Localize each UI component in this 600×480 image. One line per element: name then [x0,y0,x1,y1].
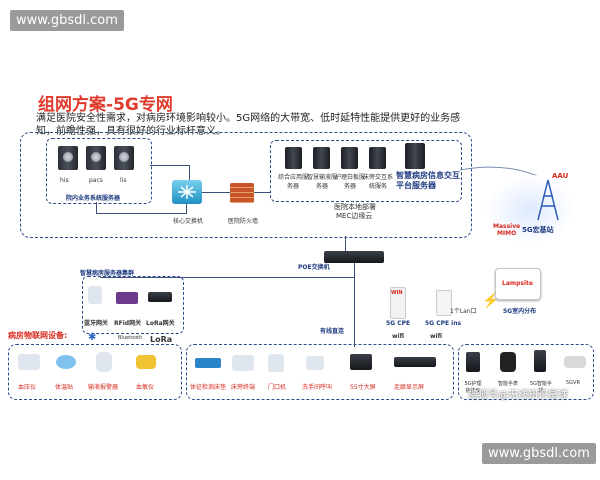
iot-heading: 病房物联网设备: [8,331,68,340]
terminals-box [186,344,454,400]
page-title: 组网方案-5G专网 [38,95,173,115]
iot-devices-box [8,344,182,400]
device-item-1: 智能手表 [498,381,519,387]
bt-wordmark: Bluetooth [118,335,143,341]
macro-station-label: 5G宏基站 [522,226,554,234]
intro-text: 满足医院安全性需求，对病房环境影响较小。5G网络的大带宽、低时延特性能提供更好的… [36,113,461,137]
bt-gateway-icon [88,286,102,304]
iot-item-3: 血氧仪 [136,384,155,391]
terminal-item-1: 床旁终端 [231,384,256,391]
platform-server-icon [405,143,425,169]
massive-mimo-label: Massive MIMO [493,223,521,237]
whiteboard-server-icon [341,147,358,169]
indoor-dist-label: 5G室内分布 [503,308,537,315]
terminal-item-2: 门口机 [268,384,287,391]
poe-switch-icon [324,251,384,263]
wifi-label-2: wifi [430,333,443,340]
mec-item-4: 床旁交互系统服务 [363,174,394,190]
gateway-box [82,276,184,334]
device-item-3: 5GVR [566,380,580,386]
app-server-icon [285,147,302,169]
device-item-0: 5G护理执法仪 [464,381,482,394]
wifi-label-1: wifi [392,333,405,340]
iot-item-0: 血压仪 [18,384,37,391]
cpe-ins-icon [436,290,452,316]
body-cam-icon [466,352,480,372]
lora-wordmark: LoRa [150,335,173,344]
smartwatch-icon [500,352,516,372]
gateway-label-lora: LoRa网关 [146,320,175,327]
hospital-servers-box [46,138,152,204]
watermark-top: www.gbsdl.com [10,10,124,31]
terminal-item-4: 55寸大屏 [350,384,376,391]
mec-label-2: MEC边缘云 [336,212,373,220]
iot-item-2: 输液报警器 [88,384,119,391]
terminal-item-5: 走廊显示屏 [394,384,425,391]
overlay-watermark: 搜狐号@无线知识星球 [468,390,568,401]
mec-item-2: 智慧输液服务器 [307,174,338,190]
aau-label: AAU [552,172,569,180]
poe-switch-label: POE交换机 [298,264,330,271]
bedside-terminal-icon [232,355,254,371]
datacenter-region [20,132,472,238]
infusion-alarm-icon [96,352,112,372]
hospital-servers-label: 院内业务系统服务器 [66,195,121,202]
aau-tower-icon [537,179,559,221]
mec-item-3: 护理白板服务器 [335,174,366,190]
watermark-bottom: www.gbsdl.com [482,443,596,464]
terminal-item-3: 洗手间呼叫 [302,384,333,391]
device-item-2: 5G智能手机 [529,381,553,394]
his-server-icon [58,146,78,170]
gateway-label-bt: 蓝牙网关 [84,320,109,327]
pacs-label: pacs [89,177,103,184]
big-screen-icon [350,354,372,370]
corridor-display-icon [394,357,436,367]
smartphone-icon [534,350,546,372]
lan-label: 1个Lan口 [450,308,477,315]
cluster-label: 智慧病房服务器集群 [80,270,135,277]
wc-call-icon [306,356,324,370]
lampsite-label: Lampsite [502,280,533,287]
mec-box [270,140,462,202]
mattress-icon [195,358,221,368]
temp-patch-icon [56,355,76,369]
win-label: WIN [391,290,403,296]
macro-glow [485,175,575,245]
vr-headset-icon [564,356,586,368]
firewall-icon [230,183,254,203]
door-unit-icon [268,354,284,372]
rfid-gateway-icon [116,292,138,304]
bp-meter-icon [18,354,40,370]
core-switch-label: 核心交换机 [173,218,204,225]
platform-server-label: 智慧病房信息交互平台服务器 [396,171,460,190]
terminal-item-0: 体征检测床垫 [190,384,227,391]
cpe-device-icon [390,287,406,319]
lis-label: lis [120,177,127,184]
lis-server-icon [114,146,134,170]
pacs-server-icon [86,146,106,170]
wired-label: 有线直连 [320,328,345,335]
firewall-label: 医院防火墙 [228,218,259,225]
iot-item-1: 体温贴 [55,384,74,391]
bluetooth-icon: ✱ [88,332,97,343]
core-switch-icon [172,180,202,204]
gateway-label-rfid: RFid网关 [114,320,142,327]
infusion-server-icon [313,147,330,169]
bedside-server-icon [369,147,386,169]
lampsite-icon [495,268,541,300]
5g-devices-box [458,344,594,400]
oximeter-icon [136,355,156,369]
cpe-ins-label: 5G CPE ins [425,320,462,327]
lora-gateway-icon [148,292,172,302]
mec-item-1: 综合应用服务器 [278,174,309,190]
cpe-label: 5G CPE [386,320,411,327]
his-label: his [60,177,69,184]
mec-label-1: 医院本地部署 [334,203,376,211]
